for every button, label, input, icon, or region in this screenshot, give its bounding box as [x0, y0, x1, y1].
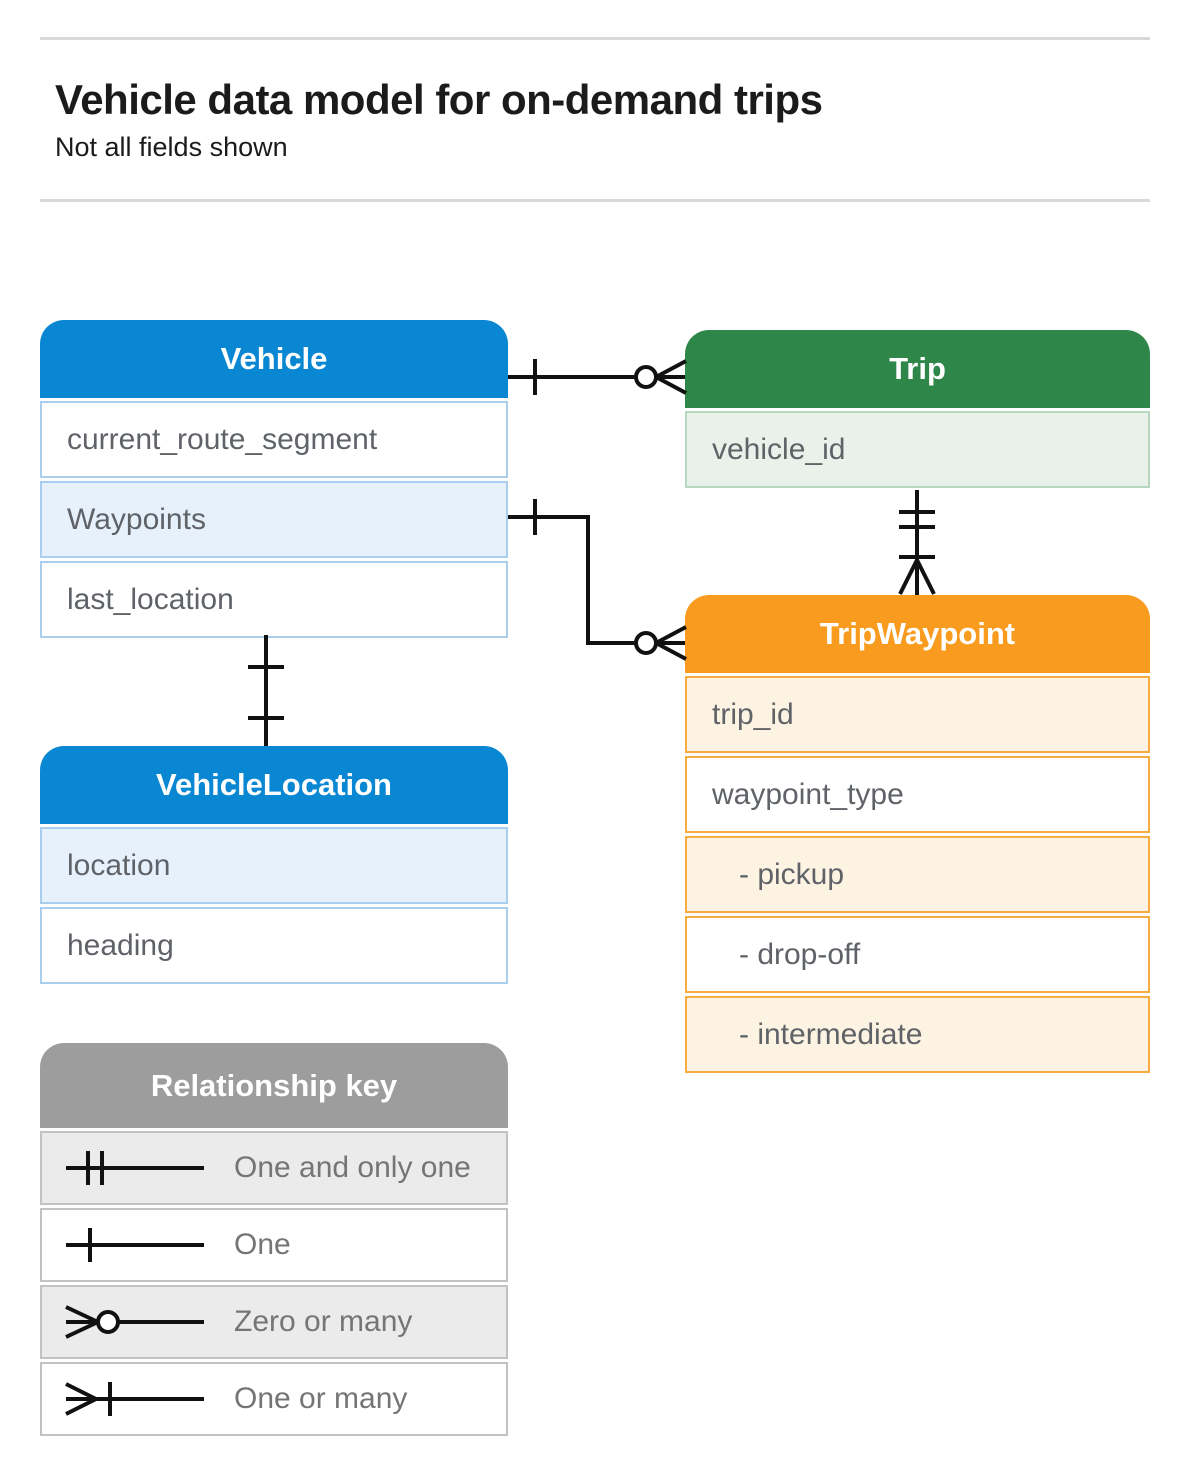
legend-item-one: One	[40, 1208, 508, 1282]
relationship-key-title: Relationship key	[40, 1043, 508, 1128]
field-heading: heading	[40, 907, 508, 984]
connector-vehicle-trip	[508, 359, 686, 395]
entity-vehicle: Vehicle current_route_segment Waypoints …	[40, 320, 508, 638]
entity-trip-waypoint: TripWaypoint trip_id waypoint_type - pic…	[685, 595, 1150, 1073]
field-location: location	[40, 827, 508, 904]
field-waypoints: Waypoints	[40, 481, 508, 558]
legend-label: One	[234, 1228, 291, 1261]
entity-vehicle-location: VehicleLocation location heading	[40, 746, 508, 984]
field-current-route-segment: current_route_segment	[40, 401, 508, 478]
legend-item-one-and-only-one: One and only one	[40, 1131, 508, 1205]
field-last-location: last_location	[40, 561, 508, 638]
connector-vehicle-vehiclelocation	[248, 635, 284, 746]
zero-or-many-icon	[65, 1305, 204, 1339]
legend-item-zero-or-many: Zero or many	[40, 1285, 508, 1359]
subtitle-divider	[40, 199, 1150, 202]
legend-label: Zero or many	[234, 1305, 413, 1338]
field-trip-id: trip_id	[685, 676, 1150, 753]
entity-trip-waypoint-title: TripWaypoint	[685, 595, 1150, 673]
one-and-only-one-icon	[66, 1151, 204, 1185]
field-waypoint-type-drop-off: - drop-off	[685, 916, 1150, 993]
top-divider	[40, 37, 1150, 40]
entity-trip-title: Trip	[685, 330, 1150, 408]
page-title: Vehicle data model for on-demand trips	[55, 76, 823, 123]
legend-label: One or many	[234, 1382, 408, 1415]
page-subtitle: Not all fields shown	[55, 132, 288, 162]
field-waypoint-type-pickup: - pickup	[685, 836, 1150, 913]
legend-item-one-or-many: One or many	[40, 1362, 508, 1436]
connector-waypoints-tripwaypoint	[508, 499, 686, 659]
entity-trip: Trip vehicle_id	[685, 330, 1150, 488]
field-vehicle-id: vehicle_id	[685, 411, 1150, 488]
field-waypoint-type: waypoint_type	[685, 756, 1150, 833]
connector-trip-tripwaypoint	[899, 490, 935, 595]
one-icon	[66, 1228, 204, 1262]
field-waypoint-type-intermediate: - intermediate	[685, 996, 1150, 1073]
one-or-many-icon	[65, 1382, 204, 1416]
legend-label: One and only one	[234, 1151, 471, 1184]
entity-vehicle-location-title: VehicleLocation	[40, 746, 508, 824]
relationship-key: Relationship key One and only one One	[40, 1043, 508, 1436]
entity-vehicle-title: Vehicle	[40, 320, 508, 398]
